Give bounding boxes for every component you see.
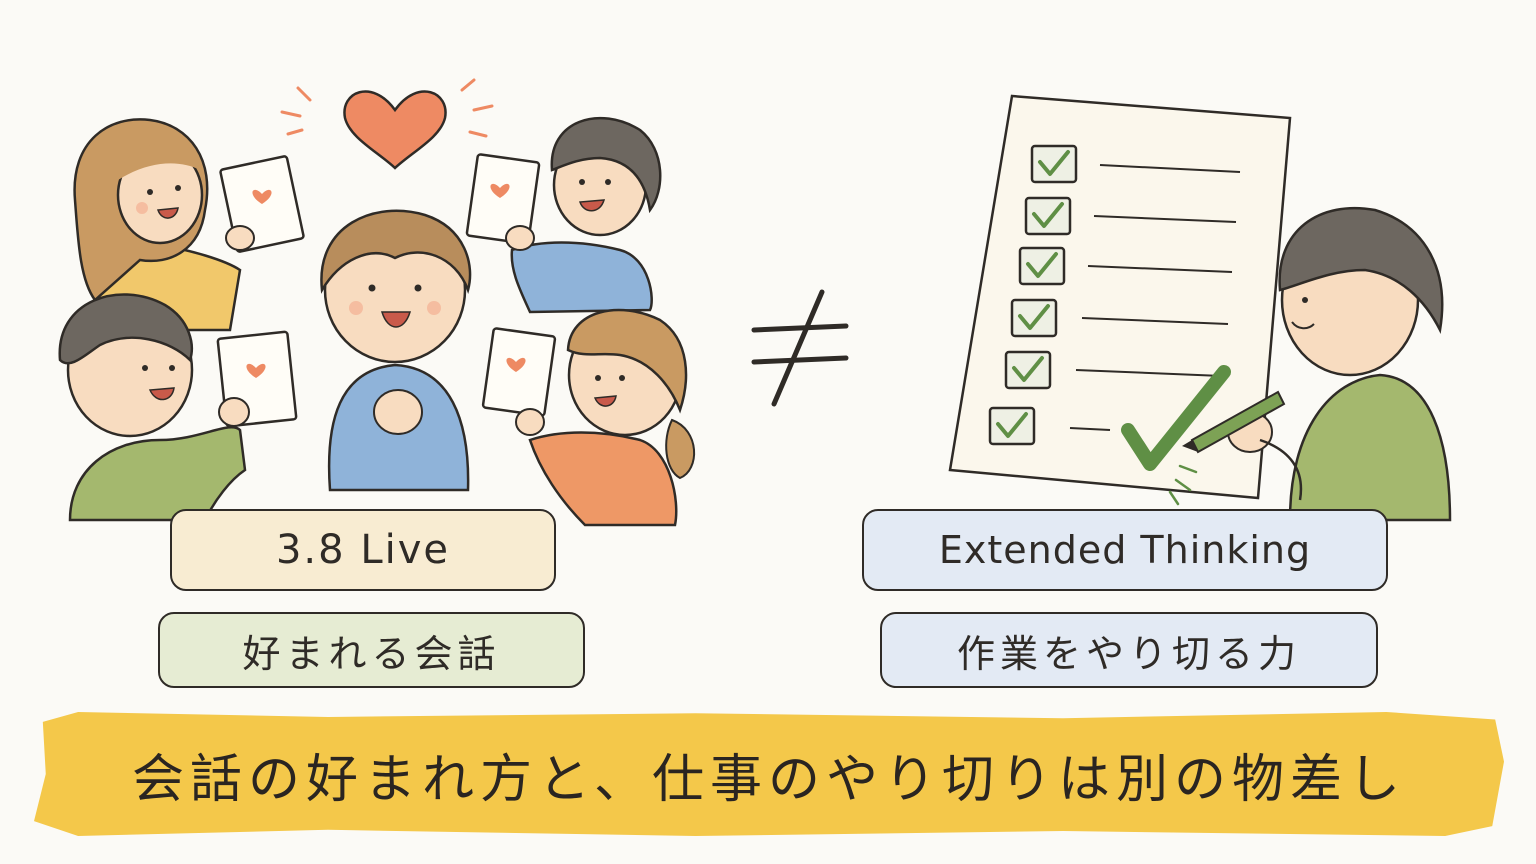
pen-icon (1182, 390, 1286, 454)
person-bottom-right (481, 308, 695, 527)
heart-icon (343, 90, 447, 170)
person-bottom-left (58, 293, 298, 522)
person-top-left (73, 118, 305, 332)
model-label-extended-thinking: Extended Thinking (862, 509, 1388, 591)
description-task-completion: 作業をやり切る力 (880, 612, 1378, 688)
person-top-right (465, 116, 662, 314)
big-check-icon (1121, 365, 1231, 471)
not-equal-icon (751, 289, 849, 407)
description-liked-conversation: 好まれる会話 (158, 612, 585, 688)
banner-background (34, 712, 1504, 836)
banner-text: 会話の好まれ方と、仕事のやり切りは別の物差し (132, 749, 1406, 810)
liked-conversation-illustration (58, 78, 695, 527)
model-label-live: 3.8 Live (170, 509, 556, 591)
person-center (320, 209, 472, 492)
person-writing (1182, 206, 1452, 522)
sparkle-lines (280, 78, 494, 138)
checklist-illustration (948, 94, 1452, 522)
